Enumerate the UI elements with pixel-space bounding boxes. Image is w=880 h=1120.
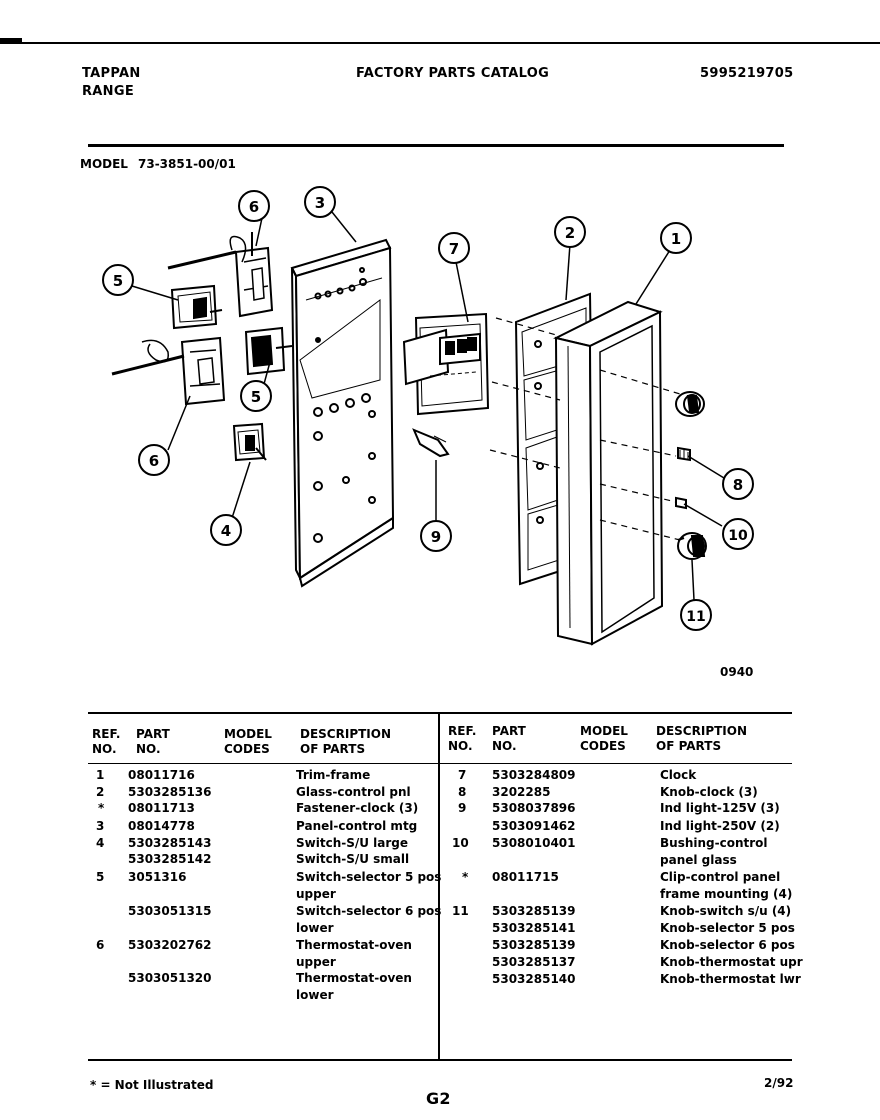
part-panel-control-mtg [290, 238, 395, 588]
catalog-title: FACTORY PARTS CATALOG [356, 66, 550, 81]
callout-3: 3 [304, 186, 336, 218]
svg-text:1: 1 [671, 230, 681, 248]
table-top-rule [88, 712, 792, 714]
footer-rule [88, 1059, 792, 1061]
part-bushing-10 [675, 496, 687, 510]
right-header-ref: REF.NO. [448, 724, 477, 753]
callout-6-upper: 6 [238, 190, 270, 222]
callout-7: 7 [438, 232, 470, 264]
part-selector-switch-lower [244, 326, 293, 376]
callout-8: 8 [722, 468, 754, 500]
figure-code: 0940 [720, 665, 753, 679]
callout-6-lower: 6 [138, 444, 170, 476]
callout-1: 1 [660, 222, 692, 254]
table-header-rule [88, 763, 792, 764]
model-label: MODEL [80, 157, 128, 171]
table-divider [438, 714, 440, 1060]
callout-11: 11 [680, 599, 712, 631]
header-rule [88, 144, 784, 147]
part-thermostat-upper [167, 232, 274, 318]
callout-10: 10 [722, 518, 754, 550]
svg-text:6: 6 [249, 198, 259, 216]
part-thermostat-lower [111, 336, 226, 406]
svg-text:5: 5 [113, 272, 123, 290]
part-bushing-8 [677, 446, 691, 462]
left-header-ref: REF.NO. [92, 727, 121, 756]
callout-5-upper: 5 [102, 264, 134, 296]
svg-text:9: 9 [431, 528, 441, 546]
part-clock [402, 312, 490, 416]
date-code: 2/92 [764, 1076, 794, 1090]
callout-2: 2 [554, 216, 586, 248]
part-selector-switch-upper [170, 284, 223, 330]
part-knob-clock [675, 391, 705, 417]
callout-5-lower: 5 [240, 380, 272, 412]
svg-text:6: 6 [149, 452, 159, 470]
not-illustrated-note: * = Not Illustrated [90, 1078, 214, 1092]
part-surface-switch [232, 422, 267, 462]
svg-text:10: 10 [728, 528, 748, 544]
left-border-tick [0, 38, 22, 42]
svg-text:7: 7 [449, 240, 459, 258]
brand-line-2: RANGE [82, 84, 135, 99]
part-knob-selector [677, 532, 707, 560]
svg-text:3: 3 [315, 194, 325, 212]
exploded-parts-diagram: 1 2 3 4 5 5 6 6 7 8 9 10 11 0940 [102, 186, 754, 679]
top-border [0, 42, 880, 44]
svg-text:5: 5 [251, 388, 261, 406]
svg-text:2: 2 [565, 224, 575, 242]
callout-4: 4 [210, 514, 242, 546]
svg-text:11: 11 [686, 609, 705, 625]
page-code: G2 [426, 1089, 451, 1108]
svg-text:8: 8 [733, 476, 743, 494]
brand-line-1: TAPPAN [82, 66, 141, 81]
catalog-number: 5995219705 [700, 66, 794, 81]
part-trim-frame [553, 300, 664, 646]
svg-text:4: 4 [221, 522, 231, 540]
part-indicator-light [412, 428, 450, 458]
callout-9: 9 [420, 520, 452, 552]
callouts: 1 2 3 4 5 5 6 6 7 8 9 10 11 [102, 186, 754, 631]
model-number: 73-3851-00/01 [138, 157, 236, 171]
